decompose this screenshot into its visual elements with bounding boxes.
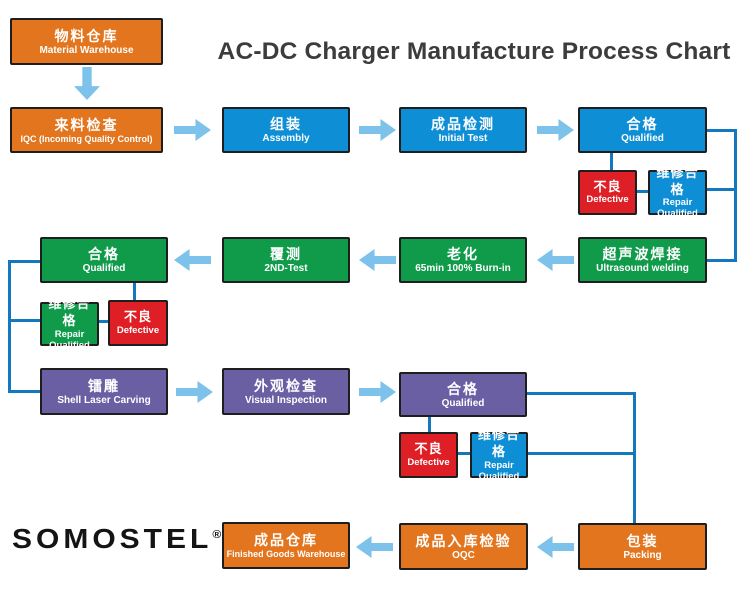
connector-line [526,392,636,395]
connector-line [637,190,648,193]
label-en: Repair Qualified [657,197,698,220]
flow-arrow-right-icon [174,119,211,141]
label-zh: 老化 [447,246,479,263]
label-zh: 包装 [626,532,659,549]
connector-line [526,452,636,455]
label-en: Shell Laser Carving [57,394,151,406]
flow-arrow-left-icon [174,249,211,271]
label-en: Defective [586,194,629,206]
logo-text: SOMOSTEL [12,524,213,555]
chart-title: AC-DC Charger Manufacture Process Chart [217,38,731,65]
label-zh: 维修合格 [477,427,520,460]
registered-mark: ® [212,527,222,541]
flow-arrow-left-icon [359,249,396,271]
label-en: Qualified [82,263,126,275]
label-en: Assembly [262,133,310,145]
label-en: 2ND-Test [264,263,308,275]
connector-line [99,320,109,323]
connector-line [706,259,737,262]
label-zh: 合格 [447,380,479,397]
label-en: Initial Test [438,133,488,145]
label-en: Finished Goods Warehouse [226,549,346,560]
connector-line [8,319,41,322]
label-en: Defective [116,324,160,336]
label-en: Packing [623,549,662,561]
flow-arrow-left-icon [537,536,574,558]
node-qualified-2: 合格 Qualified [40,237,168,283]
label-en: Qualified [621,133,664,145]
connector-line [458,452,471,455]
node-shell-laser-carving: 镭雕 Shell Laser Carving [40,368,168,415]
label-en: Repair Qualified [478,459,520,482]
node-qualified-3: 合格 Qualified [399,372,527,417]
connector-line [8,260,11,393]
label-zh: 成品检测 [431,116,495,133]
connector-line [633,392,636,524]
label-zh: 超声波焊接 [602,246,683,263]
somostel-logo: SOMOSTEL® [12,524,221,555]
flow-arrow-left-icon [537,249,574,271]
node-qualified-1: 合格 Qualified [578,107,707,153]
connector-line [734,129,737,262]
label-zh: 维修合格 [48,296,91,329]
label-zh: 物料仓库 [54,27,119,44]
label-zh: 维修合格 [656,164,699,197]
label-en: Defective [407,456,450,468]
flow-arrow-down-icon [74,67,100,100]
connector-line [706,188,737,191]
label-en: Qualified [441,397,485,409]
node-assembly: 组装 Assembly [222,107,350,153]
label-zh: 组装 [270,116,302,133]
node-initial-test: 成品检测 Initial Test [399,107,527,153]
label-zh: 合格 [626,116,659,133]
node-ultrasound-welding: 超声波焊接 Ultrasound welding [578,237,707,283]
label-zh: 合格 [88,246,120,263]
label-en: Ultrasound welding [596,263,689,275]
label-zh: 不良 [123,309,152,325]
flow-arrow-right-icon [359,381,396,403]
label-zh: 镭雕 [88,377,120,394]
node-2nd-test: 覆测 2ND-Test [222,237,350,283]
flow-arrow-right-icon [176,381,213,403]
flow-arrow-left-icon [356,536,393,558]
connector-line [610,152,613,171]
label-zh: 成品入库检验 [415,532,512,549]
flow-arrow-right-icon [537,119,574,141]
node-defective-2: 不良 Defective [108,300,168,346]
connector-line [706,129,737,132]
label-en: OQC [452,549,475,561]
label-en: Repair Qualified [49,328,90,351]
node-repair-qualified-3: 维修合格 Repair Qualified [470,427,528,482]
node-material-warehouse: 物料仓库 Material Warehouse [10,18,163,65]
label-en: Material Warehouse [39,44,134,56]
node-iqc: 来料检查 IQC (Incoming Quality Control) [10,107,163,153]
label-en: Visual Inspection [244,394,328,406]
node-repair-qualified-1: 维修合格 Repair Qualified [648,165,707,219]
label-en: 65min 100% Burn-in [415,263,511,275]
node-burn-in: 老化 65min 100% Burn-in [399,237,527,283]
connector-line [8,260,41,263]
node-oqc: 成品入库检验 OQC [399,523,528,570]
flow-arrow-right-icon [359,119,396,141]
node-finished-goods-warehouse: 成品仓库 Finished Goods Warehouse [222,522,350,569]
label-zh: 成品仓库 [254,532,318,549]
label-zh: 外观检查 [254,377,318,394]
connector-line [8,390,41,393]
node-defective-1: 不良 Defective [578,170,637,215]
node-visual-inspection: 外观检查 Visual Inspection [222,368,350,415]
label-zh: 不良 [593,178,622,194]
label-en: IQC (Incoming Quality Control) [20,133,153,144]
connector-line [428,416,431,433]
node-packing: 包装 Packing [578,523,707,570]
label-zh: 来料检查 [54,116,119,133]
label-zh: 不良 [414,441,443,457]
connector-line [133,282,136,301]
node-repair-qualified-2: 维修合格 Repair Qualified [40,296,99,351]
label-zh: 覆测 [270,246,302,263]
node-defective-3: 不良 Defective [399,432,458,478]
